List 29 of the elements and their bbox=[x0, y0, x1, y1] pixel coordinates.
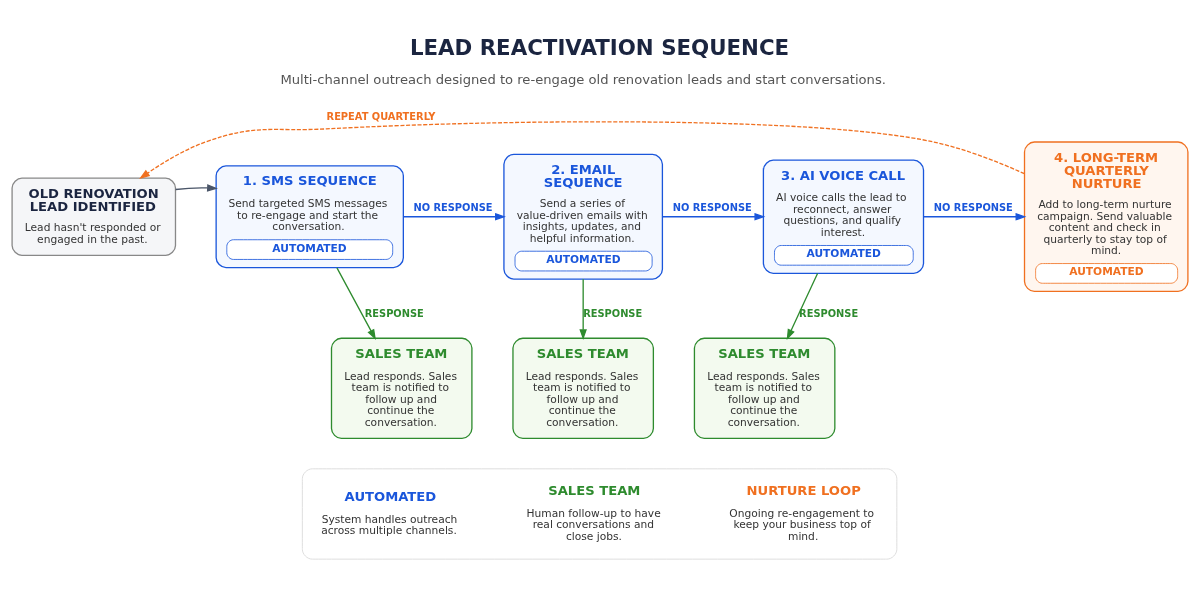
arrow bbox=[402, 212, 506, 221]
edge-label: NO RESPONSE bbox=[933, 201, 1013, 213]
node-box: SALES TEAM Lead responds. Sales team is notified to follow up and continue the conversation. bbox=[693, 337, 836, 439]
node-box: 4. LONG-TERM QUARTERLY NURTURE Add to long-term nurture campaign. Send valuable content and check in quarterly to stay top of mind. AUTOMATED bbox=[1023, 140, 1189, 292]
label: Multi-channel outreach designed to re-engage old renovation leads and start conversations. bbox=[280, 71, 886, 87]
arrow bbox=[174, 183, 218, 192]
cluster bbox=[301, 467, 898, 560]
node-box: 1. SMS SEQUENCE Send targeted SMS messages to re-engage and start the conversation. AUTOMATED bbox=[215, 164, 404, 268]
arrow bbox=[336, 266, 376, 340]
node-text: AUTOMATED System handles outreach across multiple channels. bbox=[321, 488, 458, 537]
node-text: SALES TEAM Human follow-up to have real conversations and close jobs. bbox=[526, 482, 661, 543]
edge-label: RESPONSE bbox=[364, 307, 424, 319]
arrow bbox=[923, 212, 1027, 221]
node-box: 3. AI VOICE CALL AI voice calls the lead to reconnect, answer questions, and qualify interest. AUTOMATED bbox=[762, 158, 925, 274]
edge-label: NO RESPONSE bbox=[672, 201, 752, 213]
edge-label: RESPONSE bbox=[583, 307, 643, 319]
arrow bbox=[579, 278, 587, 340]
arrow bbox=[139, 120, 1026, 179]
node-box: SALES TEAM Lead responds. Sales team is notified to follow up and continue the conversation. bbox=[512, 337, 655, 439]
arrow bbox=[786, 272, 819, 340]
edge-label: NO RESPONSE bbox=[413, 201, 493, 213]
edge-label: REPEAT QUARTERLY bbox=[326, 110, 436, 122]
node-text: NURTURE LOOP Ongoing re-engagement to keep your business top of mind. bbox=[729, 482, 875, 543]
edge-label: RESPONSE bbox=[799, 307, 859, 319]
node-box: 2. EMAIL SEQUENCE Send a series of value-driven emails with insights, updates, and helpful information. AUTOMATED bbox=[503, 153, 664, 280]
node-box: OLD RENOVATION LEAD IDENTIFIED Lead hasn't responded or engaged in the past. bbox=[11, 177, 177, 256]
arrow bbox=[662, 212, 766, 221]
node-box: SALES TEAM Lead responds. Sales team is notified to follow up and continue the conversation. bbox=[330, 337, 473, 439]
diagram-title: LEAD REACTIVATION SEQUENCE bbox=[409, 34, 790, 60]
